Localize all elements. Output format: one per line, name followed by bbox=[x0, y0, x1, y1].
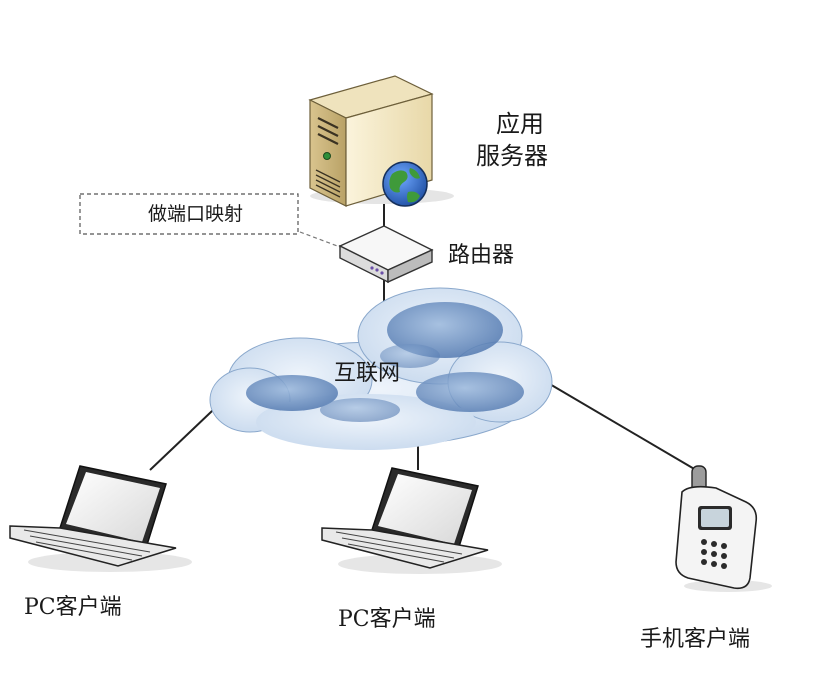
router-icon bbox=[338, 225, 434, 284]
pc-client-center-label: PC客户端 bbox=[338, 607, 436, 632]
server-label-line1: 应用 bbox=[496, 110, 544, 138]
server-label-line2: 服务器 bbox=[476, 142, 548, 170]
port-mapping-leader bbox=[299, 231, 341, 248]
router-label: 路由器 bbox=[448, 243, 514, 268]
globe-icon bbox=[382, 161, 428, 207]
laptop-left-icon bbox=[9, 465, 192, 572]
laptop-center-icon bbox=[321, 467, 502, 574]
mobile-phone-icon bbox=[675, 465, 772, 592]
mobile-client-label: 手机客户端 bbox=[640, 627, 750, 652]
internet-label: 互联网 bbox=[334, 361, 400, 386]
pc-client-left-label: PC客户端 bbox=[24, 595, 122, 620]
port-mapping-note-box bbox=[79, 193, 299, 235]
port-mapping-note: 做端口映射 bbox=[148, 203, 243, 225]
server-icon bbox=[308, 75, 454, 207]
internet-cloud-icon bbox=[209, 287, 553, 450]
internet-mobile-link bbox=[547, 382, 697, 471]
